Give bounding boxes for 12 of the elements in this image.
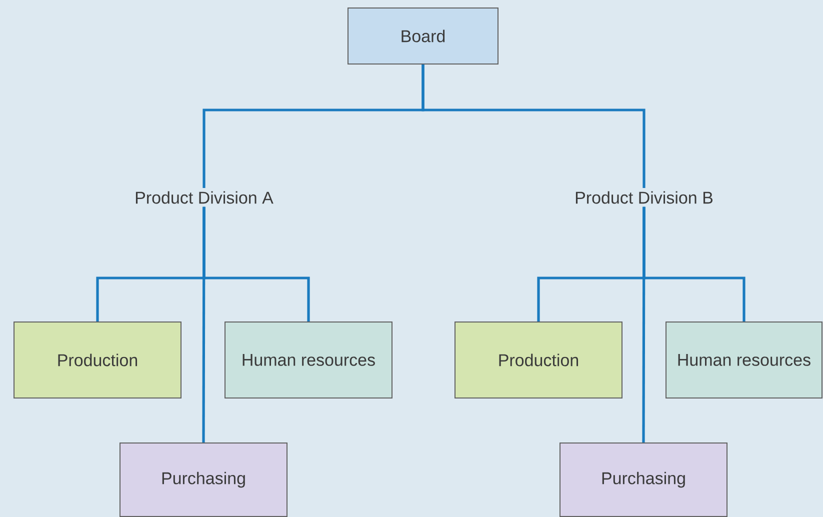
org-box: Human resources	[224, 322, 392, 398]
connector-line	[642, 206, 646, 442]
connector-line	[422, 64, 646, 188]
org-box: Board	[348, 8, 498, 64]
org-box: Human resources	[666, 322, 822, 398]
org-box: Production	[454, 322, 622, 398]
division-label: Product Division A	[132, 188, 276, 207]
org-box: Purchasing	[120, 442, 288, 517]
org-box: Purchasing	[560, 442, 728, 517]
connector-line	[202, 206, 206, 442]
division-label: Product Division B	[572, 188, 716, 207]
org-box: Production	[14, 322, 182, 398]
